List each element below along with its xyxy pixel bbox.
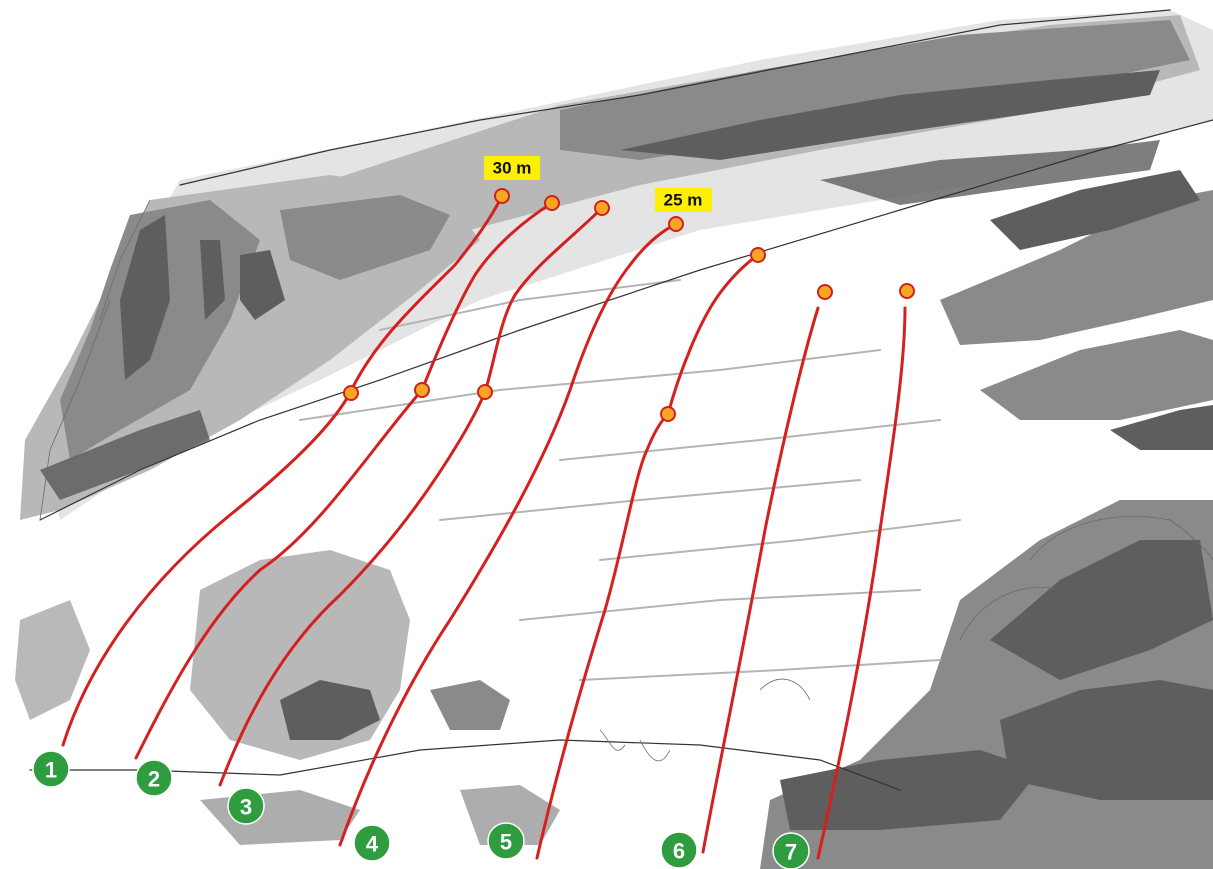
route-3-line <box>218 206 604 787</box>
route-start-3: 3 <box>227 787 265 825</box>
route-6-line <box>701 306 820 854</box>
length-label-25m-text: 25 m <box>664 191 703 210</box>
route-start-6: 6 <box>660 831 698 869</box>
route-5-anchor <box>750 247 766 263</box>
route-start-5-number: 5 <box>500 830 512 855</box>
route-start-2: 2 <box>135 759 173 797</box>
length-label-25m: 25 m <box>655 188 712 212</box>
route-start-7: 7 <box>772 832 810 869</box>
route-2-line <box>134 201 554 760</box>
route-7-anchor <box>899 283 915 299</box>
length-label-30m: 30 m <box>484 156 540 180</box>
route-5-bolt <box>660 406 676 422</box>
route-2-anchor <box>544 195 560 211</box>
route-start-6-number: 6 <box>673 839 685 864</box>
route-1-anchor <box>494 188 510 204</box>
route-6-anchor <box>817 284 833 300</box>
route-2-bolt <box>414 382 430 398</box>
route-lines <box>61 194 907 860</box>
route-3-anchor <box>594 200 610 216</box>
route-start-1-number: 1 <box>45 758 57 783</box>
bolts <box>343 188 915 422</box>
route-start-2-number: 2 <box>148 767 160 792</box>
rock-face-sketch <box>15 9 1213 869</box>
route-5-line <box>535 253 760 860</box>
route-1-bolt <box>343 385 359 401</box>
route-4-anchor <box>668 216 684 232</box>
length-label-30m-text: 30 m <box>493 159 532 178</box>
route-start-5: 5 <box>487 822 525 860</box>
route-start-1: 1 <box>32 750 70 788</box>
route-7-line <box>816 306 907 860</box>
route-start-4: 4 <box>353 824 391 862</box>
route-start-4-number: 4 <box>366 832 379 857</box>
route-1-line <box>61 194 504 747</box>
route-3-bolt <box>477 384 493 400</box>
route-start-3-number: 3 <box>240 795 252 820</box>
route-start-7-number: 7 <box>785 840 797 865</box>
route-4-line <box>338 222 678 847</box>
